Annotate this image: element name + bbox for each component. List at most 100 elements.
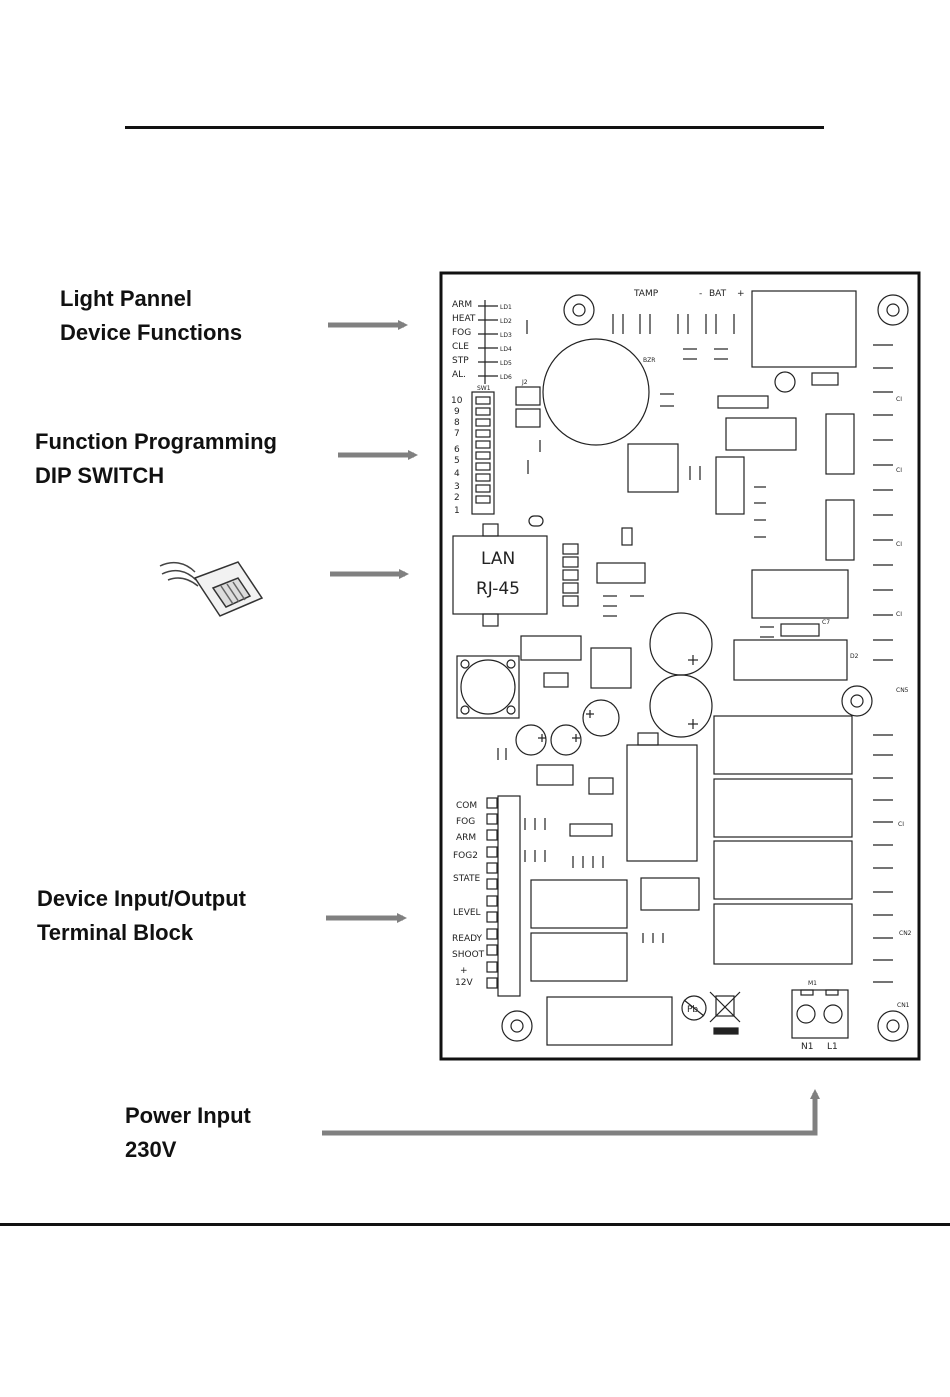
callout-light-panel-line1: Light Pannel [60,286,192,311]
weee-bin-icon [709,991,741,1023]
callout-terminal-block-line1: Device Input/Output [37,886,246,911]
led-label-heat: HEAT [452,314,476,324]
callout-dip-switch: Function Programming DIP SWITCH [35,425,277,493]
right-ref-2: CI [896,467,902,474]
component-small-6 [588,777,614,795]
resistor-marks [497,320,774,943]
dip-number-4: 4 [454,469,460,479]
j2-header [515,386,541,428]
led-ref-6: LD6 [500,374,512,381]
j2-label: J2 [521,379,528,386]
lan-side-pins [562,543,579,607]
led-label-cle: CLE [452,342,469,352]
power-terminal-m1 [791,989,849,1039]
led-label-al: AL. [452,370,466,380]
n1-label: N1 [801,1042,813,1052]
tamp-label: TAMP [633,289,659,299]
mounting-hole-tl [563,294,595,326]
dip-number-9: 9 [454,407,460,417]
d2-bridge [733,639,848,681]
component-vertical-1 [715,456,745,515]
small-component-3 [621,527,633,546]
led-ref-4: LD4 [500,346,512,353]
dip-number-10: 10 [451,396,463,406]
bat-label: BAT [709,289,727,299]
component-right-1 [825,413,855,475]
dip-number-6: 6 [454,445,460,455]
right-ref-cn5: CN5 [896,687,909,694]
component-right-3 [640,877,700,911]
led-ref-5: LD5 [500,360,512,367]
right-ref-5: CI [898,821,904,828]
terminal-block-body [497,795,521,997]
bottom-block [546,996,673,1046]
bat-minus-label: - [699,289,702,299]
pb-label: Pb [687,1005,698,1015]
buzzer [542,338,650,446]
relay-small-1 [530,879,628,929]
ic-mid-1 [725,417,797,451]
right-ref-4: CI [896,611,902,618]
ic-strip [569,823,613,837]
led-ref-3: LD3 [500,332,512,339]
l1-label: L1 [827,1042,838,1052]
led-ladder [478,300,498,384]
mounting-hole-br [877,1010,909,1042]
dip-number-7: 7 [454,429,460,439]
right-connector-pins [873,344,893,983]
dip-switch-body [471,391,495,515]
terminal-label-level: LEVEL [453,908,481,918]
dip-switch-toggles [475,396,491,504]
component-top-r2 [717,395,769,409]
callout-power-input-line2: 230V [125,1137,177,1162]
lan-rj45-jack [452,535,548,615]
bottom-rule [0,1223,950,1226]
c7-label: C7 [822,619,830,626]
callout-power-input-line1: Power Input [125,1103,251,1128]
lan-label: LAN [481,549,515,569]
relay-3 [713,840,853,900]
right-ref-1: CI [896,396,902,403]
component-vertical-2 [590,647,632,689]
small-ic-2 [596,562,646,584]
relay-4 [713,903,853,965]
mounting-hole-bl [501,1010,533,1042]
dip-number-2: 2 [454,493,460,503]
mounting-hole-tr [877,294,909,326]
component-right-2 [825,499,855,561]
rj45-plug-icon [159,561,264,617]
relay-1 [713,715,853,775]
board-text: TAMP - BAT + BZR J2 SW1 ARM HEAT FOG CLE… [451,289,912,1052]
terminal-label-arm: ARM [456,833,476,843]
mounting-hole-mid [841,685,873,717]
capacitor-mid-2 [515,724,547,756]
pb-free-icon [681,995,707,1021]
terminal-label-plus: + [460,966,468,976]
arrows [322,320,820,1136]
pcb-outline [439,271,921,1061]
dip-number-1: 1 [454,506,460,516]
right-ref-cn1: CN1 [897,1002,910,1009]
inductor-1 [520,635,582,661]
rj45-label: RJ-45 [476,579,520,599]
terminal-block-pins [486,797,498,989]
arrow-power-input [322,1089,820,1136]
c7-capacitor [780,623,820,637]
m1-label: M1 [808,980,817,987]
electrolytic-capacitor-2 [649,674,713,738]
relay-2 [713,778,853,838]
small-ic-4 [543,672,569,688]
led-ref-2: LD2 [500,318,512,325]
weee-bar [713,1027,739,1035]
bzr-label: BZR [643,357,655,364]
callout-dip-switch-line2: DIP SWITCH [35,463,165,488]
lan-tab-bottom [482,613,499,627]
led-ref-1: LD1 [500,304,512,311]
sw1-label: SW1 [477,385,491,392]
terminal-label-state: STATE [453,874,480,884]
led-label-stp: STP [452,356,469,366]
capacitor-polarity-marks [538,655,698,742]
ic-chip-1 [627,443,679,493]
transformer-block [751,569,849,619]
